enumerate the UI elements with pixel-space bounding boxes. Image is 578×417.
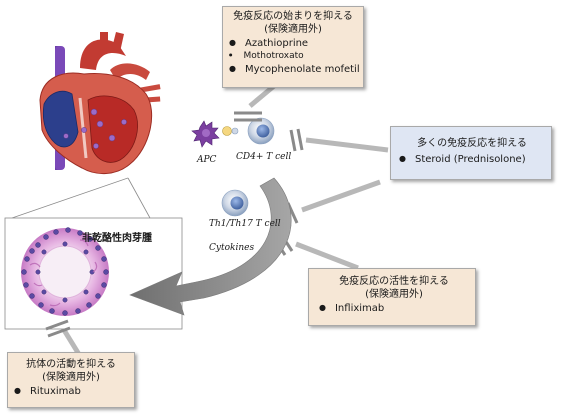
th-t-cell-illustration (221, 189, 249, 217)
drug-mycophenolate: Mycophenolate mofetil (229, 63, 360, 76)
immune-onset-drug-list: Azathioprine Mothotroxato Mycophenolate … (229, 37, 360, 76)
rituximab-drug-list: Rituximab (14, 385, 128, 398)
granuloma-title: 非乾酪性肉芽腫 (82, 233, 152, 244)
immune-onset-subtitle: (保険適用外) (264, 24, 322, 35)
infliximab-title: 免疫反応の活性を抑える (339, 276, 449, 287)
steroid-title: 多くの免疫反応を抑える (417, 138, 527, 149)
rituximab-box: 抗体の活動を抑える (保険適用外) Rituximab (7, 352, 135, 408)
granuloma-illustration (21, 227, 109, 316)
rituximab-subtitle: (保険適用外) (42, 372, 100, 383)
drug-infliximab: Infliximab (319, 302, 469, 315)
apc-label: APC (197, 155, 217, 165)
drug-steroid: Steroid (Prednisolone) (399, 153, 545, 166)
steroid-box: 多くの免疫反応を抑える Steroid (Prednisolone) (390, 126, 552, 180)
infliximab-subtitle: (保険適用外) (365, 289, 423, 300)
immune-onset-box: 免疫反応の始まりを抑える (保険適用外) Azathioprine Mothot… (222, 6, 364, 88)
cd4-t-cell-illustration (247, 117, 275, 145)
steroid-drug-list: Steroid (Prednisolone) (399, 153, 545, 166)
drug-rituximab: Rituximab (14, 385, 128, 398)
apc-cell-illustration (191, 120, 220, 148)
infliximab-drug-list: Infliximab (319, 302, 469, 315)
infliximab-box: 免疫反応の活性を抑える (保険適用外) Infliximab (308, 268, 476, 326)
antigen-contact-mark (222, 126, 239, 136)
zoom-connector-lines (11, 177, 151, 219)
immune-onset-title: 免疫反応の始まりを抑える (233, 11, 353, 22)
rituximab-title: 抗体の活動を抑える (26, 359, 116, 370)
drug-azathioprine: Azathioprine (229, 37, 357, 50)
cytokines-label: Cytokines (209, 243, 255, 253)
heart-illustration (39, 32, 161, 174)
th-t-cell-label: Th1/Th17 T cell (209, 219, 281, 229)
drug-methotrexate: Mothotroxato (229, 50, 357, 63)
cytokine-flow-arrow (129, 177, 292, 316)
cd4-t-cell-label: CD4+ T cell (236, 152, 292, 162)
